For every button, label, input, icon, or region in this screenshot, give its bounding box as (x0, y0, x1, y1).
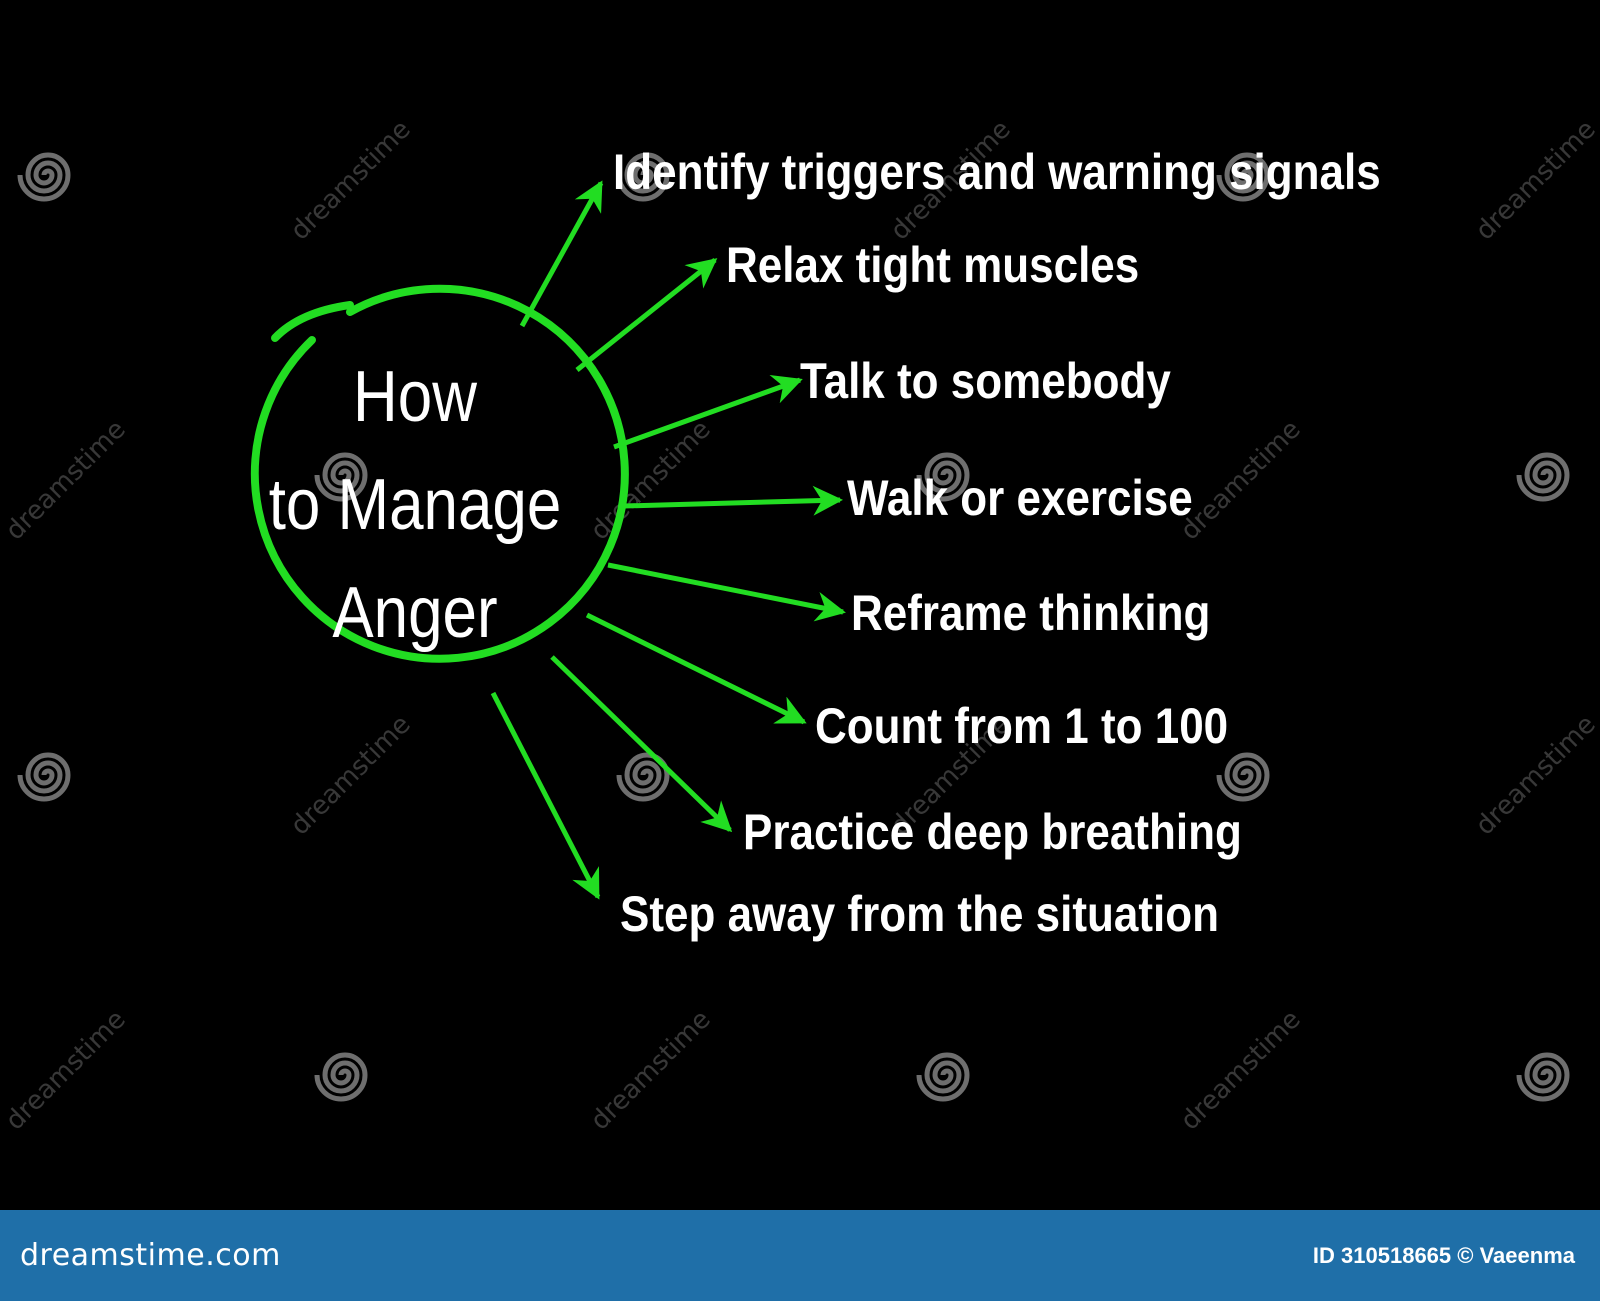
spiral-logo-icon (916, 1052, 970, 1102)
spiral-logo-icon (916, 452, 970, 502)
strategy-item: Practice deep breathing (743, 804, 1242, 860)
spiral-logo-icon (1216, 152, 1270, 202)
brand-logo-text: dreamstime.com (20, 1238, 281, 1273)
spiral-logo-icon (616, 752, 670, 802)
strategy-item: Talk to somebody (800, 353, 1171, 409)
arrow-3 (623, 485, 843, 516)
image-credit: ID 310518665 © Vaeenma (1312, 1242, 1575, 1268)
arrow-7 (490, 691, 601, 900)
arrow-6 (550, 655, 733, 833)
spiral-logo-icon (616, 152, 670, 202)
arrow-4 (607, 562, 846, 622)
center-circle (250, 284, 629, 663)
strategy-item: Relax tight muscles (726, 237, 1140, 293)
strategy-item: Reframe thinking (851, 585, 1211, 641)
spiral-logo-icon (314, 1052, 368, 1102)
strategy-item: Walk or exercise (847, 470, 1193, 526)
center-title-line: to Manage (268, 465, 562, 545)
center-title-line: Anger (332, 573, 498, 653)
mind-map-diagram: dreamstime dreamstime dreamstime dreamst… (0, 114, 1600, 1137)
strategy-item: Identify triggers and warning signals (613, 144, 1381, 200)
stock-footer-bar: dreamstime.com ID 310518665 © Vaeenma (0, 1210, 1600, 1301)
connector-arrows (250, 180, 846, 900)
arrow-2 (613, 375, 803, 450)
strategy-item: Step away from the situation (620, 886, 1219, 942)
spiral-logo-icon (17, 152, 71, 202)
circle-arrow-tip (271, 301, 354, 342)
spiral-logo-icon (1216, 752, 1270, 802)
center-title-line: How (353, 357, 477, 437)
arrow-0 (519, 180, 604, 328)
spiral-logo-icon (1516, 1052, 1570, 1102)
strategy-item: Count from 1 to 100 (815, 698, 1229, 754)
spiral-logo-icon (314, 452, 368, 502)
spiral-logo-icon (1516, 452, 1570, 502)
arrow-1 (575, 258, 718, 372)
spiral-logo-icon (17, 752, 71, 802)
arrow-5 (585, 612, 807, 725)
center-title: How to Manage Anger (243, 340, 587, 670)
